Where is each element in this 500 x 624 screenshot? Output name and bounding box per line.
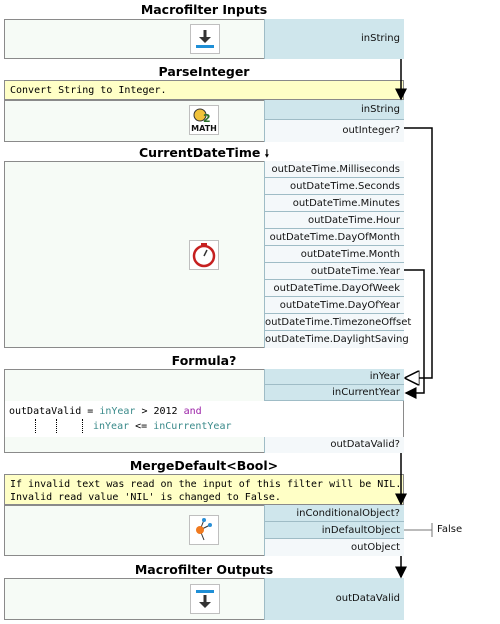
down-arrow-icon: 🠗 (264, 149, 269, 160)
code-lessequal: <= (129, 421, 154, 432)
code-equals: = (81, 406, 100, 417)
indent-guide (56, 419, 57, 433)
port-datetime-output[interactable]: outDateTime.DaylightSaving (264, 331, 409, 348)
port-datetime-output[interactable]: outDateTime.Year (264, 263, 404, 280)
port-datetime-output[interactable]: outDateTime.Hour (264, 212, 404, 229)
port-outobject[interactable]: outObject (264, 539, 404, 556)
port-instring-macro[interactable]: inString (264, 19, 404, 59)
parse-integer-title: ParseInteger (158, 64, 250, 79)
port-inyear[interactable]: inYear (264, 369, 404, 385)
output-arrow-icon (190, 584, 220, 614)
port-inconditionalobject[interactable]: inConditionalObject? (264, 505, 404, 522)
formula-title: Formula? (171, 353, 237, 368)
current-datetime-label: CurrentDateTime (139, 145, 261, 160)
port-outinteger[interactable]: outInteger? (264, 120, 404, 142)
indent-guide (82, 419, 83, 433)
port-datetime-output[interactable]: outDateTime.Seconds (264, 178, 404, 195)
merge-default-note: If invalid text was read on the input of… (4, 474, 404, 505)
wire-outinteger (404, 127, 433, 378)
port-datetime-output[interactable]: outDateTime.DayOfYear (264, 297, 404, 314)
code-inyear-2: inYear (93, 421, 130, 432)
port-datetime-output[interactable]: outDateTime.Milliseconds (264, 161, 404, 178)
code-outdatavalid: outDataValid (9, 406, 82, 417)
input-arrow-icon (190, 24, 220, 54)
math-icon-label: MATH (191, 124, 217, 133)
formula-line-2: inYear <= inCurrentYear (93, 419, 232, 434)
macro-inputs-title: Macrofilter Inputs (140, 2, 268, 17)
macro-outputs-title: Macrofilter Outputs (134, 562, 274, 577)
formula-code-area[interactable] (4, 401, 404, 437)
port-datetime-output[interactable]: outDateTime.TimezoneOffset (264, 314, 411, 331)
code-inyear-1: inYear (99, 406, 136, 417)
math-icon: 2 MATH (189, 105, 219, 135)
indent-guide (35, 419, 36, 433)
wire-default (404, 523, 433, 537)
port-datetime-output[interactable]: outDateTime.DayOfWeek (264, 280, 404, 297)
formula-line-1: outDataValid = inYear > 2012 and (9, 404, 202, 419)
port-incurrentyear[interactable]: inCurrentYear (264, 385, 404, 401)
code-incurrentyear: inCurrentYear (153, 421, 232, 432)
default-value-label[interactable]: False (437, 524, 463, 535)
current-datetime-title: CurrentDateTime 🠗 (4, 145, 404, 163)
port-outdatavalid-formula[interactable]: outDataValid? (264, 437, 404, 453)
merge-default-title: MergeDefault<Bool> (129, 458, 279, 473)
merge-icon (189, 515, 219, 545)
port-instring-parse[interactable]: inString (264, 100, 404, 120)
port-indefaultobject[interactable]: inDefaultObject (264, 522, 404, 539)
code-greater: > 2012 (135, 406, 184, 417)
port-datetime-output[interactable]: outDateTime.Minutes (264, 195, 404, 212)
wire-year (404, 269, 425, 399)
code-and: and (183, 406, 202, 417)
clock-icon (189, 240, 219, 270)
svg-text:2: 2 (203, 112, 211, 125)
port-outdatavalid-macro[interactable]: outDataValid (264, 578, 404, 620)
port-datetime-output[interactable]: outDateTime.Month (264, 246, 404, 263)
port-datetime-output[interactable]: outDateTime.DayOfMonth (264, 229, 404, 246)
parse-integer-note: Convert String to Integer. (4, 80, 404, 100)
